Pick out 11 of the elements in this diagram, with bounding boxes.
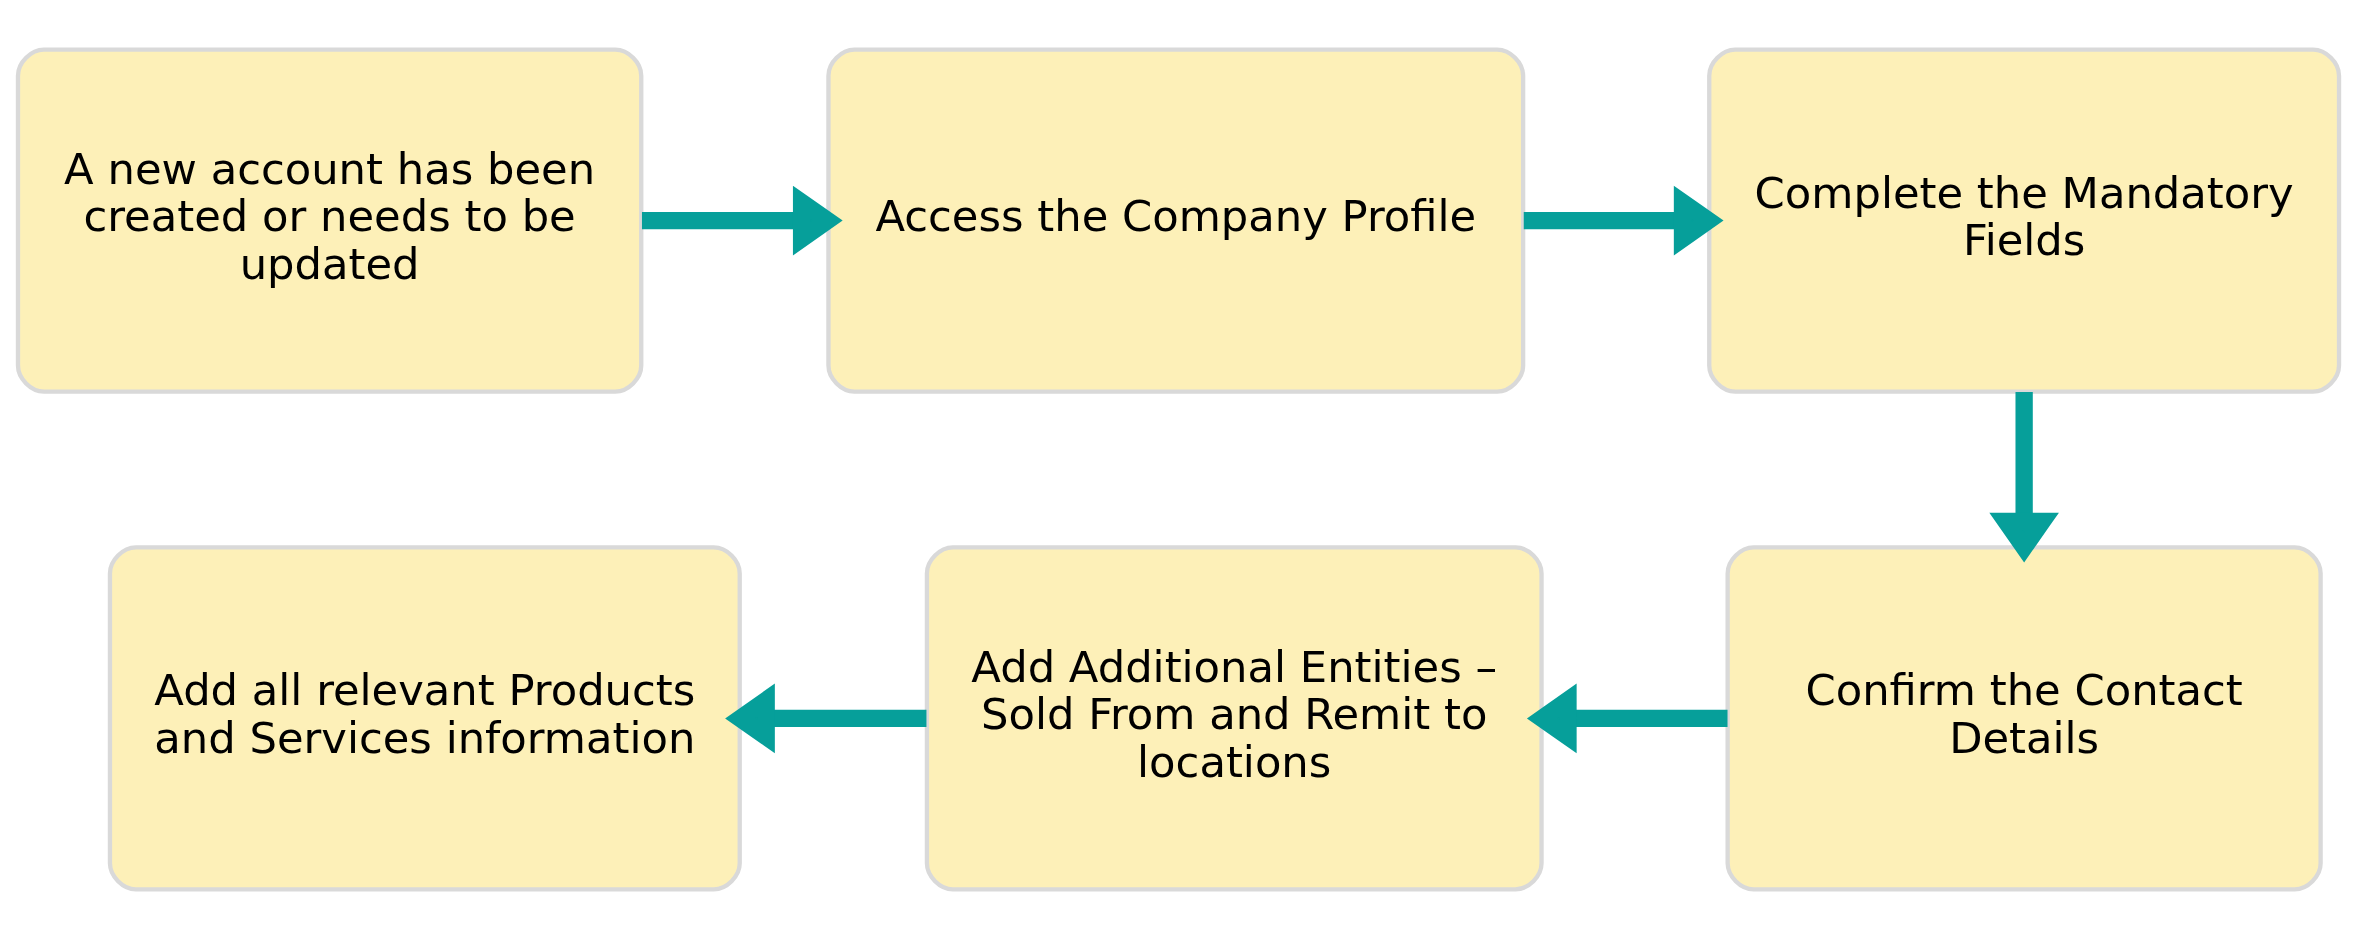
node-box: Confirm the Contact Details — [1725, 545, 2323, 892]
node-box: Add Additional Entities – Sold From and Remit to locations — [924, 545, 1544, 892]
node-box: Add all relevant Products and Services information — [107, 545, 742, 892]
node-box: A new account has been created or needs to be updated — [15, 47, 644, 394]
node-box: Access the Company Profile — [826, 47, 1526, 394]
arrow — [1989, 391, 2059, 563]
node-box: Complete the Mandatory Fields — [1707, 47, 2342, 394]
arrow — [641, 185, 843, 256]
arrow — [1523, 185, 1724, 256]
arrow — [725, 683, 927, 754]
arrow — [1526, 683, 1728, 754]
